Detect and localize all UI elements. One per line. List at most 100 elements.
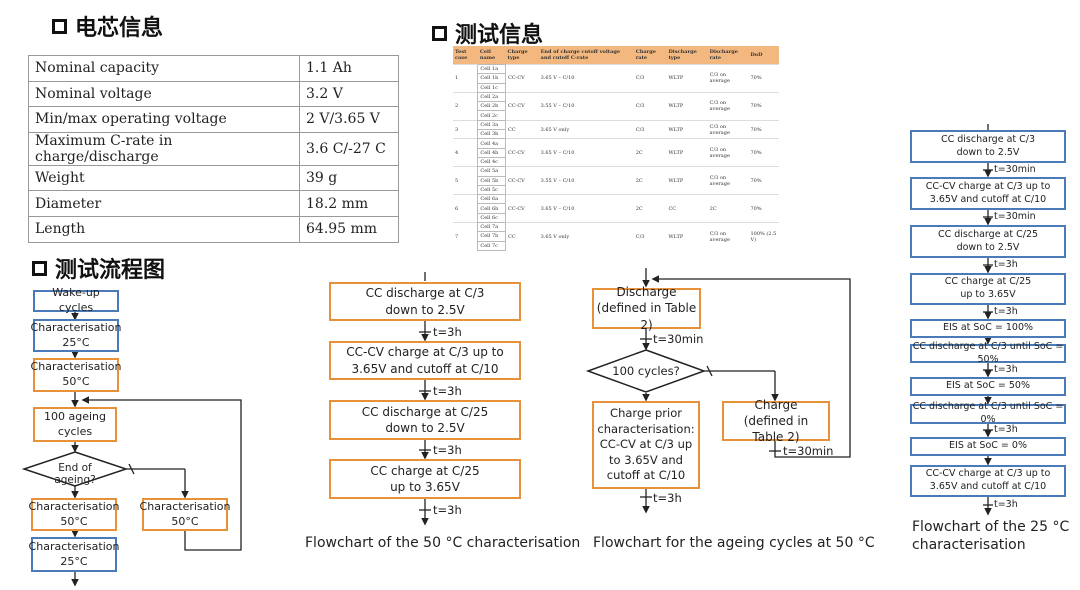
test-dtype: WLTP [666,119,708,139]
cell-name: Cell 3b [477,129,507,140]
test-case-number: 6 [453,194,478,223]
test-cutoff: 3.65 V only [538,222,634,251]
test-type: CC [505,222,539,251]
heading-cell-info: 电芯信息 [52,10,163,42]
wait-time-label: t=3h [433,325,462,339]
wait-time-label: t=30min [994,164,1036,175]
wait-time-label: t=3h [433,443,462,457]
step-cccv-charge-final: CC-CV charge at C/3 up to 3.65V and cuto… [910,465,1066,497]
test-dod: 70% [748,138,779,167]
test-type: CC-CV [505,194,539,223]
characterisation-50c-box-2: Characterisation 50°C [29,498,119,531]
caption-25c-characterisation: Flowchart of the 25 °C characterisation [912,519,1070,553]
test-table-header: DoD [748,46,779,65]
characterisation-25c-box: Characterisation 25°C [31,319,121,352]
wait-time-label: t=3h [994,364,1018,375]
spec-key: Nominal capacity [28,55,300,82]
spec-value: 2 V/3.65 V [299,106,399,133]
cell-name: Cell 4b [477,147,507,158]
wait-time-label: t=30min [994,211,1036,222]
test-dtype: CC [666,194,708,223]
test-table-header: Discharge rate [707,46,749,65]
caption-ageing-cycles: Flowchart for the ageing cycles at 50 °C [593,535,875,551]
cell-name: Cell 7c [477,240,507,252]
test-dod: 70% [748,119,779,139]
spec-value: 64.95 mm [299,215,399,243]
heading-flowchart: 测试流程图 [32,252,165,284]
wait-time-label: t=30min [783,444,834,458]
step-cccv-charge-c3: CC-CV charge at C/3 up to 3.65V and cuto… [910,177,1066,210]
cell-name: Cell 1c [477,82,507,93]
test-crate: C/3 [633,119,667,139]
test-cutoff: 3.65 V only [538,119,634,139]
heading-test-info: 测试信息 [432,17,543,49]
wait-time-label: t=3h [994,499,1018,510]
100-cycles-decision-label: 100 cycles? [612,364,680,378]
test-cutoff: 3.55 V – C/10 [538,166,634,195]
test-dtype: WLTP [666,91,708,121]
test-case-number: 7 [453,222,478,251]
test-type: CC [505,119,539,139]
test-case-number: 2 [453,91,478,121]
wait-time-label: t=3h [994,306,1018,317]
test-type: CC-CV [505,166,539,195]
spec-key: Diameter [28,190,300,217]
cell-name: Cell 2a [477,91,507,103]
spec-key: Length [28,215,300,243]
cell-name: Cell 5c [477,184,507,196]
wait-time-label: t=3h [994,424,1018,435]
cell-name: Cell 6a [477,194,507,205]
test-crate: C/3 [633,64,667,93]
test-case-number: 3 [453,119,478,139]
decision-diamond-100-cycles [585,349,707,393]
test-crate: C/3 [633,91,667,121]
step-cc-discharge-soc-0: CC discharge at C/3 until SoC = 0% [910,401,1066,425]
cell-name: Cell 3a [477,119,507,131]
step-charge-prior-characterisation: Charge prior characterisation: CC-CV at … [592,401,700,489]
step-cccv-charge-c3: CC-CV charge at C/3 up to 3.65V and cuto… [329,341,521,380]
cell-name: Cell 5a [477,166,507,177]
cell-name: Cell 4a [477,138,507,149]
step-eis-soc-0: EIS at SoC = 0% [910,437,1066,456]
cell-name: Cell 6b [477,203,507,214]
square-bullet-icon [32,260,47,276]
step-eis-soc-100: EIS at SoC = 100% [910,319,1066,338]
test-type: CC-CV [505,64,539,93]
test-crate: 2C [633,166,667,195]
cell-name: Cell 6c [477,212,507,224]
cell-name: Cell 2c [477,110,507,121]
spec-value: 1.1 Ah [299,55,399,82]
test-dod: 70% [748,166,779,195]
step-discharge: Discharge (defined in Table 2) [592,285,701,332]
step-cc-discharge-soc-50: CC discharge at C/3 until SoC = 50% [910,341,1066,365]
wakeup-cycles-box: Wake-up cycles [33,286,119,314]
test-table-header: End of charge cutoff voltage and cutoff … [538,46,634,65]
test-table-header: Cell name [477,46,506,65]
cell-name: Cell 1b [477,73,507,84]
test-crate: 2C [633,138,667,167]
step-cc-discharge-c3: CC discharge at C/3 down to 2.5V [910,130,1066,163]
wait-time-label: t=3h [994,259,1018,270]
spec-key: Maximum C-rate in charge/discharge [28,131,300,166]
spec-value: 18.2 mm [299,190,399,217]
square-bullet-icon [432,25,447,41]
test-crate: C/3 [633,222,667,251]
step-cc-charge-c25: CC charge at C/25 up to 3.65V [910,273,1066,305]
test-cutoff: 3.55 V – C/10 [538,91,634,121]
cell-name: Cell 5b [477,175,507,186]
test-dod: 70% [748,91,779,121]
test-dod: 100% (2.5 V) [748,222,779,251]
decision-diamond-end-of-ageing [21,451,129,487]
